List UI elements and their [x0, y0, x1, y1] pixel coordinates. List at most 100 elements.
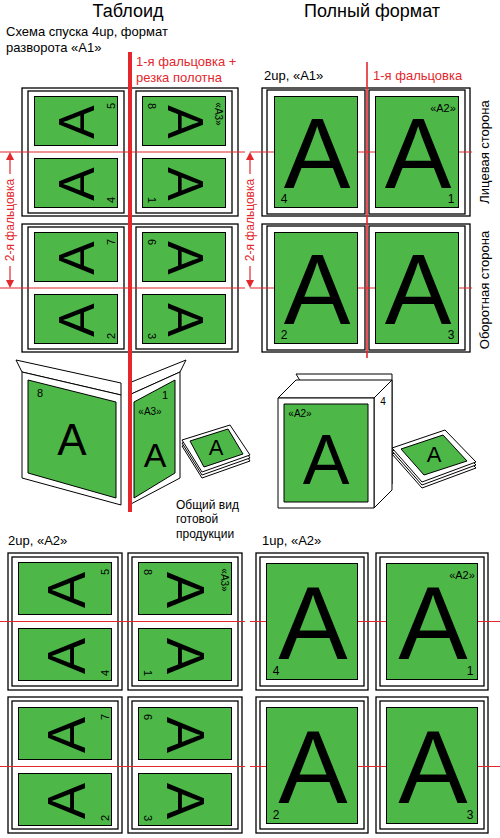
page-number: 4	[380, 396, 386, 408]
page-number: 5	[100, 569, 111, 575]
page-box: A7	[18, 707, 112, 760]
page-letter: A	[159, 637, 213, 673]
page-box: A3	[142, 294, 226, 344]
note-text: Общий вид готовой продукции	[176, 498, 272, 541]
format-label: 2up, «A1»	[264, 68, 323, 84]
format-tag: «A3»	[219, 568, 229, 591]
sheet-frames	[8, 88, 488, 833]
page-number: 1	[142, 670, 153, 676]
page-number: 1	[162, 389, 168, 402]
page-number: 8	[37, 387, 43, 400]
page-box: A4	[18, 628, 112, 681]
page-box: «A2»A1	[386, 563, 478, 680]
page-number: 6	[142, 714, 153, 720]
booklet-illustration	[16, 360, 476, 508]
fold-label: 1-я фальцовка	[373, 68, 462, 84]
page-letter: A	[160, 105, 210, 138]
page-number: 1	[448, 193, 455, 205]
page-number: 2	[273, 809, 280, 821]
page-letter: A	[284, 103, 351, 203]
fold-label: 2-я фальцовка	[243, 179, 257, 261]
page-letter: A	[209, 437, 224, 459]
page-number: 6	[146, 239, 157, 245]
page-letter: A	[39, 571, 93, 607]
page-number: 5	[106, 103, 117, 109]
page-box: A2	[18, 773, 112, 826]
page-letter: A	[144, 438, 167, 472]
page-number: 4	[100, 670, 111, 676]
page-letter: A	[159, 782, 213, 818]
page-letter: A	[57, 418, 86, 462]
page-letter: A	[303, 425, 350, 495]
fold-label: 2-я фальцовка	[3, 179, 17, 261]
page-box: «A3»A8	[142, 96, 226, 146]
page-letter: A	[160, 167, 210, 200]
page-box: A2	[274, 232, 358, 344]
format-tag: «A2»	[288, 408, 311, 420]
format-tag: «A3»	[138, 406, 161, 418]
page-number: 7	[106, 239, 117, 245]
page-letter: A	[39, 716, 93, 752]
page-box: A3	[138, 773, 232, 826]
page-number: 2	[100, 815, 111, 821]
fold-lines	[0, 62, 500, 767]
page-number: 4	[281, 193, 288, 205]
page-box: A7	[34, 232, 118, 282]
page-number: 3	[448, 329, 455, 341]
page-box: A6	[142, 232, 226, 282]
page-box: A1	[138, 628, 232, 681]
side-label: Оборотная сторона	[477, 231, 493, 349]
page-letter: A	[427, 444, 442, 466]
page-number: 3	[146, 333, 157, 339]
page-number: 1	[467, 665, 474, 677]
page-number: 7	[100, 714, 111, 720]
page-number: 4	[273, 665, 280, 677]
page-letter: A	[52, 105, 102, 138]
page-box: A6	[138, 707, 232, 760]
page-letter: A	[159, 571, 213, 607]
page-letter: A	[278, 571, 347, 675]
cut-line	[128, 52, 132, 512]
format-label: 1up, «A2»	[262, 533, 321, 549]
page-letter: A	[398, 715, 467, 819]
page-letter: A	[278, 715, 347, 819]
page-box: A3	[386, 707, 478, 824]
page-letter: A	[52, 241, 102, 274]
page-box: A4	[266, 563, 358, 680]
page-letter: A	[398, 571, 467, 675]
page-number: 2	[106, 333, 117, 339]
page-letter: A	[160, 303, 210, 336]
page-letter: A	[52, 303, 102, 336]
page-letter: A	[52, 167, 102, 200]
format-label: 2up, «A2»	[8, 533, 67, 549]
page-box: A2	[34, 294, 118, 344]
scheme-caption: Схема спуска 4up, формат разворота «A1»	[6, 24, 184, 55]
page-number: 4	[106, 197, 117, 203]
section-heading: Полный формат	[304, 1, 440, 23]
page-box: A5	[34, 96, 118, 146]
page-box: A3	[375, 232, 459, 344]
page-box: A4	[274, 96, 358, 208]
page-letter: A	[160, 241, 210, 274]
page-box: A4	[34, 158, 118, 208]
page-box: A1	[142, 158, 226, 208]
page-letter: A	[385, 103, 452, 203]
page-box: «A2»A1	[375, 96, 459, 208]
page-letter: A	[284, 239, 351, 339]
side-label: Лицевая сторона	[477, 100, 493, 203]
section-heading: Таблоид	[93, 1, 164, 23]
page-number: 3	[142, 815, 153, 821]
format-tag: «A3»	[213, 102, 223, 125]
page-number: 2	[281, 329, 288, 341]
page-letter: A	[39, 782, 93, 818]
fold-label: 1-я фальцовка + резка полотна	[136, 54, 248, 85]
page-box: «A3» A8	[138, 562, 232, 615]
page-box: A5	[18, 562, 112, 615]
page-box: A2	[266, 707, 358, 824]
page-number: 8	[142, 569, 153, 575]
page-number: 8	[146, 103, 157, 109]
page-letter: A	[39, 637, 93, 673]
page-number: 3	[467, 809, 474, 821]
page-number: 1	[146, 197, 157, 203]
